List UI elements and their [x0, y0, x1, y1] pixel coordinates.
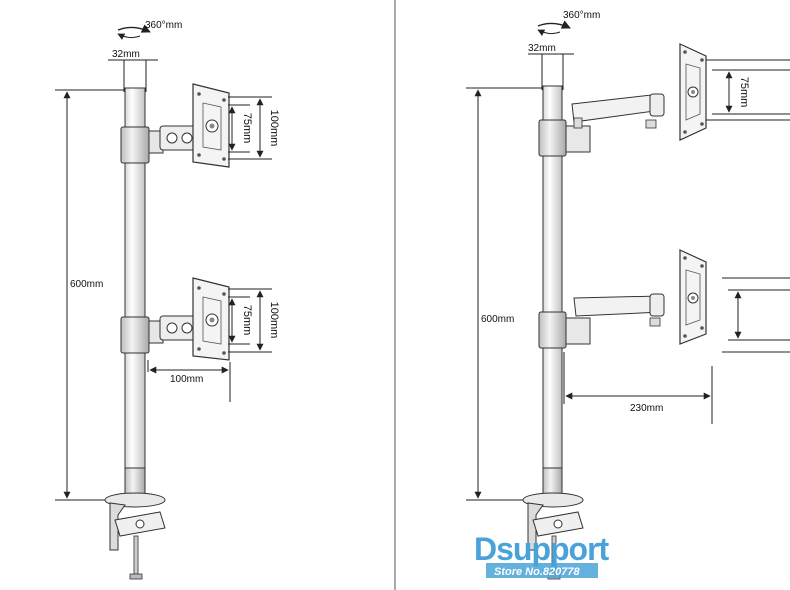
top-collar: [538, 119, 567, 157]
bottom-collar: [538, 311, 567, 349]
rotation-arrow-icon: [537, 20, 571, 36]
desk-clamp: [109, 502, 166, 580]
height-label: 600mm: [70, 279, 103, 290]
top-plate-inner-label: 75mm: [738, 77, 750, 108]
desk-base: [522, 492, 584, 508]
watermark-store: Store No.820778: [494, 566, 580, 578]
pole-diameter-label: 32mm: [528, 43, 556, 54]
top-arm: [571, 93, 663, 123]
pole-diameter-label: 32mm: [112, 49, 140, 60]
rotation-label: 360°mm: [145, 20, 182, 31]
desk-base: [104, 492, 166, 508]
top-vesa-plate: [192, 83, 230, 168]
bottom-plate-outer-label: 100mm: [268, 302, 280, 339]
bottom-collar: [120, 316, 150, 354]
bottom-vesa-plate: [679, 249, 707, 345]
top-plate-outer-label: 100mm: [268, 110, 280, 147]
arm-reach-label: 230mm: [630, 403, 663, 414]
watermark-store-bg: [486, 563, 598, 578]
left-panel: 360°mm 32mm 600mm: [55, 20, 280, 580]
bottom-vesa-plate: [192, 277, 230, 361]
bottom-arm: [573, 295, 663, 317]
right-panel: 360°mm 32mm 600mm: [466, 10, 790, 580]
arm-reach-label: 100mm: [170, 374, 203, 385]
rotation-arrow-icon: [117, 24, 151, 40]
height-label: 600mm: [481, 314, 514, 325]
top-plate-inner-label: 75mm: [241, 113, 253, 144]
top-collar: [120, 126, 150, 164]
rotation-label: 360°mm: [563, 10, 600, 21]
bottom-plate-inner-label: 75mm: [241, 305, 253, 336]
top-vesa-plate: [679, 43, 707, 141]
watermark-brand: Dsupport: [474, 531, 610, 567]
